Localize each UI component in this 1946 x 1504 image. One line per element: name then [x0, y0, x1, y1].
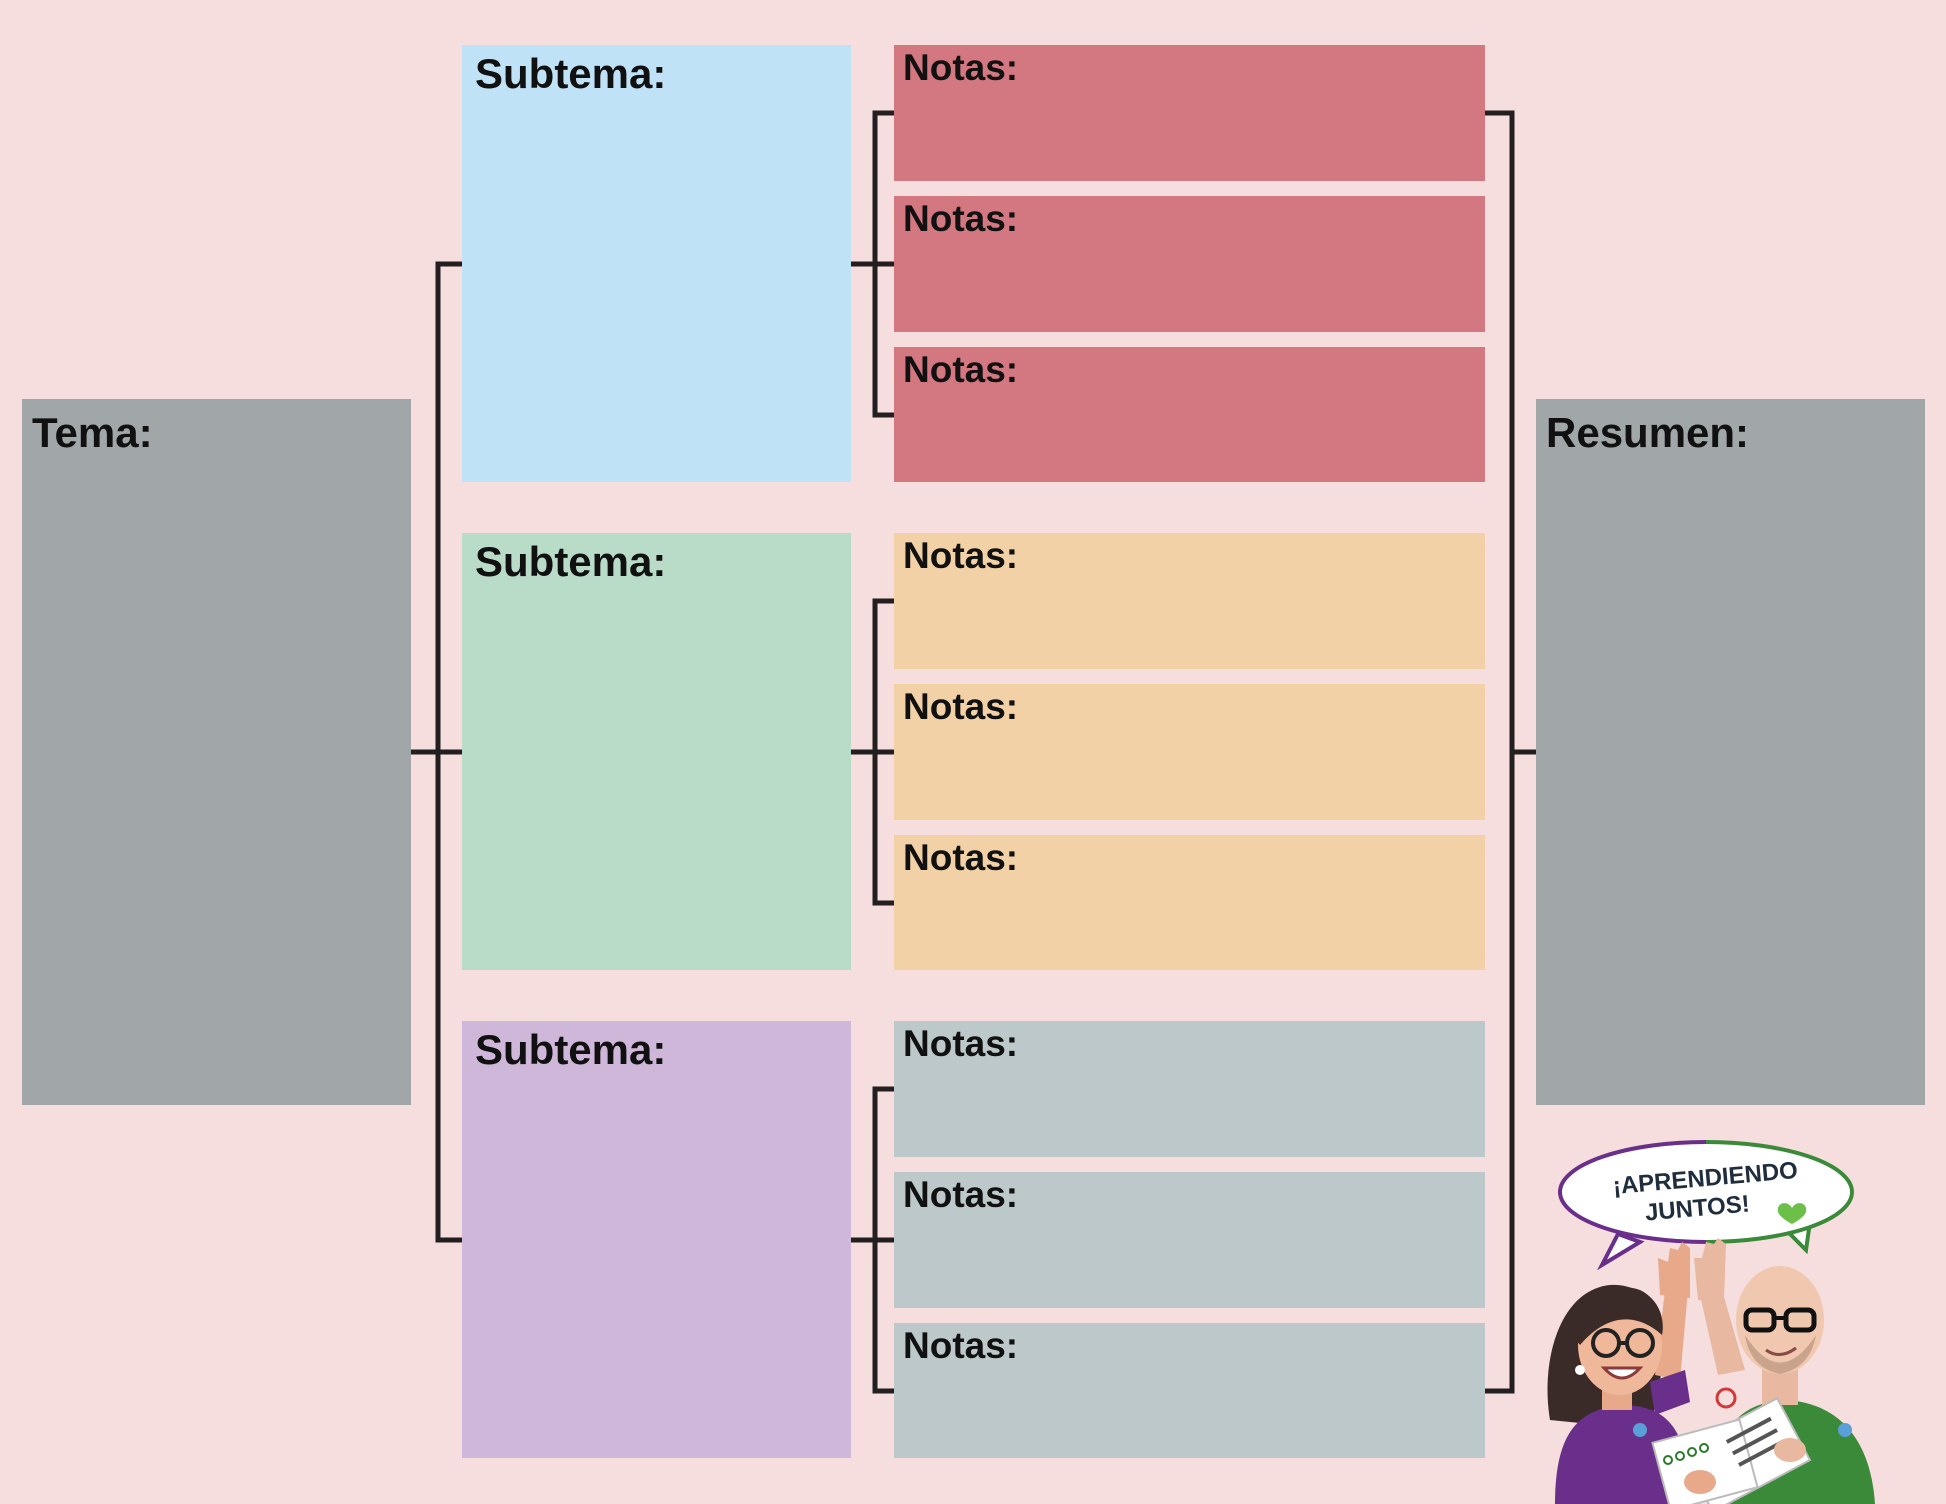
- tema-label: Tema:: [32, 409, 153, 456]
- speech-bubble: ¡APRENDIENDO JUNTOS!: [1558, 1140, 1855, 1271]
- two-teachers-high-five-illustration: ¡APRENDIENDO JUNTOS!: [1547, 1140, 1875, 1504]
- notas-label: Notas:: [903, 198, 1019, 239]
- notas-label: Notas:: [903, 837, 1019, 878]
- resumen-bracket: [1485, 110, 1515, 1394]
- notas-label: Notas:: [903, 686, 1019, 727]
- subtema-box-3[interactable]: Subtema:: [462, 1021, 851, 1458]
- notas-3-bracket: [872, 1086, 894, 1394]
- notas-box-3-3[interactable]: Notas:: [894, 1323, 1485, 1458]
- notas-box-1-2[interactable]: Notas:: [894, 196, 1485, 332]
- notas-box-3-2[interactable]: Notas:: [894, 1172, 1485, 1308]
- notas-box-2-1[interactable]: Notas:: [894, 533, 1485, 669]
- subtema-label: Subtema:: [475, 538, 667, 585]
- subtema-label: Subtema:: [475, 50, 667, 97]
- notas-label: Notas:: [903, 535, 1019, 576]
- tema-bracket: [435, 261, 462, 1243]
- notas-label: Notas:: [903, 1325, 1019, 1366]
- heart-icon: [1777, 1203, 1807, 1224]
- subtema-label: Subtema:: [475, 1026, 667, 1073]
- resumen-box[interactable]: Resumen:: [1536, 399, 1925, 1105]
- document-paper: [1651, 1387, 1812, 1504]
- notas-label: Notas:: [903, 349, 1019, 390]
- subtema-box-2[interactable]: Subtema:: [462, 533, 851, 970]
- notas-box-1-1[interactable]: Notas:: [894, 45, 1485, 181]
- notas-label: Notas:: [903, 1023, 1019, 1064]
- tema-box[interactable]: Tema:: [22, 399, 411, 1105]
- woman-teacher-figure: [1547, 1242, 1690, 1504]
- notas-box-2-3[interactable]: Notas:: [894, 835, 1485, 970]
- notas-box-2-2[interactable]: Notas:: [894, 684, 1485, 820]
- subtema-box-1[interactable]: Subtema:: [462, 45, 851, 482]
- notas-1-bracket: [872, 110, 894, 418]
- notas-box-3-1[interactable]: Notas:: [894, 1021, 1485, 1157]
- resumen-label: Resumen:: [1546, 409, 1750, 456]
- notas-label: Notas:: [903, 1174, 1019, 1215]
- notas-label: Notas:: [903, 47, 1019, 88]
- notas-2-bracket: [872, 598, 894, 906]
- notas-box-1-3[interactable]: Notas:: [894, 347, 1485, 482]
